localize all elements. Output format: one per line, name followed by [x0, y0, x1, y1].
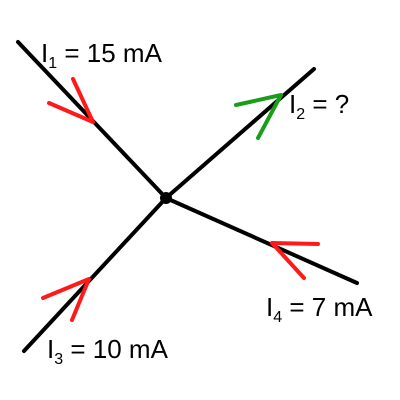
label-i1: I1 = 15 mA: [41, 38, 163, 72]
arrow-i3: [41, 277, 91, 322]
wire-i4: [164, 196, 359, 285]
wire-i2: [164, 67, 316, 200]
junction-node: [160, 192, 172, 204]
arrow-i2: [234, 93, 283, 140]
label-i4: I4 = 7 mA: [266, 292, 373, 326]
label-i3: I3 = 10 mA: [47, 334, 169, 368]
label-i2: I2 = ?: [289, 89, 349, 123]
wire-i3: [22, 196, 168, 353]
arrow-i1: [47, 77, 95, 124]
arrow-i4: [270, 241, 320, 280]
